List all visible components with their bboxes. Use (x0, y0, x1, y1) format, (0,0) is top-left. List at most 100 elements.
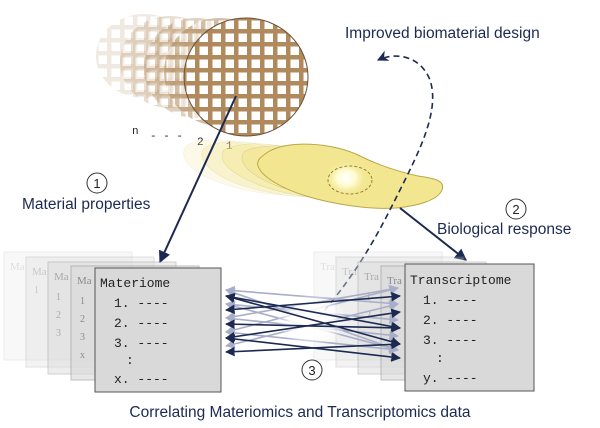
scaffold-pore (238, 72, 247, 81)
scaffold-pore (225, 20, 234, 29)
scaffold-pore (199, 59, 208, 68)
scaffold-pore (277, 20, 286, 29)
scaffold-pore (162, 110, 171, 119)
correlation-arrow (225, 334, 401, 362)
scaffold-pore (111, 16, 120, 25)
scaffold-pore (148, 18, 157, 27)
step-2: 2 Biological response (437, 198, 571, 238)
scaffold-pore (161, 31, 170, 40)
scaffold-pore (264, 20, 273, 29)
scaffold-pore (122, 70, 131, 79)
scaffold-pore (225, 85, 234, 94)
step-3: 3 (301, 359, 323, 381)
scaffold-pore (251, 111, 260, 120)
scaffold-pore (148, 44, 157, 53)
scaffold-pore (135, 96, 144, 105)
scaffold-pore (192, 33, 201, 42)
scaffold-pore (303, 85, 308, 94)
materiome-stack: Ma Ma 1 Ma 1 2 3 Ma 1 2 3 x Materiome 1.… (3, 251, 222, 393)
scaffold-pore (124, 16, 133, 25)
scaffold-pore (135, 83, 144, 92)
scaffold-pore (303, 33, 308, 42)
scaffold-pore (238, 124, 247, 133)
scaffold-pore (179, 46, 188, 55)
scaffold-pore (137, 68, 146, 77)
scaffold-pore (303, 111, 308, 120)
ghost-header: Ma (77, 275, 92, 287)
scaffold-pore (159, 33, 168, 42)
scaffold-pore (199, 33, 208, 42)
scaffold-pore (124, 29, 133, 38)
scaffold-pore (111, 55, 120, 64)
scaffold-pore (161, 96, 170, 105)
scaffold-pore (148, 57, 157, 66)
scaffold-pore (212, 59, 221, 68)
scaffold-pore (161, 83, 170, 92)
scaffold-pore (277, 33, 286, 42)
scaffold-pore (290, 98, 299, 107)
scaffold-pore (146, 72, 155, 81)
cell-nucleus-glow (324, 160, 368, 196)
scaffold-pore (212, 98, 221, 107)
scaffold-pore (146, 59, 155, 68)
transcriptome-row-y: y. ---- (423, 371, 478, 386)
scaffold-pore (212, 85, 221, 94)
scaffold-pore (159, 59, 168, 68)
scaffold-pore (225, 124, 234, 133)
scaffold-pore (264, 124, 273, 133)
scaffold-pore (163, 42, 172, 51)
scaffold-pore (251, 85, 260, 94)
scaffold-pore (199, 124, 208, 133)
scaffold-pore (135, 57, 144, 66)
scaffold-pore (303, 46, 308, 55)
correlation-arrows (225, 291, 401, 362)
scaffold-pore (146, 85, 155, 94)
stack-label-1: 1 (226, 141, 233, 153)
scaffold-pore (148, 70, 157, 79)
scaffold-pore (137, 16, 146, 25)
scaffold-pore (149, 110, 158, 119)
ghost-header: Tra (320, 261, 335, 273)
cell-stack (183, 139, 444, 209)
scaffold-pore (136, 110, 145, 119)
scaffold-pore (238, 20, 247, 29)
scaffold-pore (172, 20, 181, 29)
scaffold-pore (172, 111, 181, 118)
scaffold-pore (150, 68, 159, 77)
scaffold-pore (135, 70, 144, 79)
scaffold-pore (212, 46, 221, 55)
scaffold-pore (98, 94, 107, 98)
scaffold-pore (98, 42, 107, 51)
scaffold-pore (186, 72, 195, 81)
scaffold-pore (238, 33, 247, 42)
scaffold-pore (166, 46, 175, 55)
scaffold-pore (159, 98, 168, 107)
scaffold-pore (166, 59, 175, 68)
ghost-header: Ma (10, 261, 25, 273)
scaffold-pore (225, 46, 234, 55)
scaffold-pore (225, 33, 234, 42)
scaffold-pore (303, 98, 308, 107)
ghost-row: 1 (34, 285, 39, 296)
stack-label-n: n (132, 126, 139, 138)
materiome-row-ellipsis: : (126, 353, 134, 368)
scaffold-pore (277, 111, 286, 120)
improved-design-label: Improved biomaterial design (345, 25, 540, 42)
caption: Correlating Materiomics and Transcriptom… (129, 404, 471, 421)
scaffold-pore (98, 55, 107, 64)
transcriptome-row-1: 1. ---- (423, 293, 478, 308)
scaffold-pore (166, 85, 175, 94)
materiome-card: Materiome 1. ---- 2. ---- 3. ---- : x. -… (94, 267, 222, 393)
scaffold-pore (98, 16, 107, 25)
scaffold-pore (251, 72, 260, 81)
scaffold-pore (148, 31, 157, 40)
scaffold-pore (135, 44, 144, 53)
ghost-header: Ma (32, 266, 47, 278)
scaffold-pore (303, 72, 308, 81)
scaffold-pore (290, 46, 299, 55)
scaffold-pore (186, 98, 195, 107)
step-2-badge (505, 198, 527, 220)
scaffold-pore (225, 111, 234, 120)
scaffold-pore (146, 111, 155, 118)
scaffold-layer-front (183, 17, 309, 137)
